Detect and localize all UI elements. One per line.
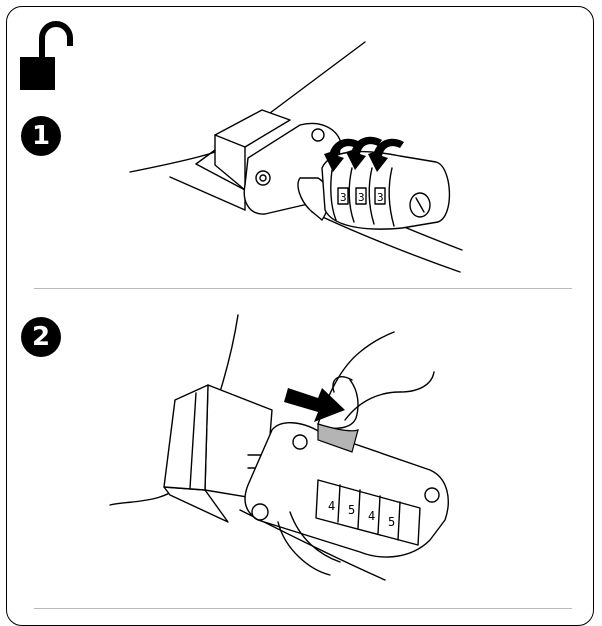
svg-text:5: 5 — [348, 503, 355, 517]
step-divider — [34, 608, 572, 609]
svg-text:3: 3 — [358, 191, 365, 204]
step-2-badge: 2 — [21, 317, 61, 357]
svg-text:3: 3 — [340, 191, 347, 204]
svg-text:4: 4 — [368, 509, 375, 523]
step-divider — [34, 288, 572, 289]
svg-text:5: 5 — [388, 515, 395, 529]
svg-text:4: 4 — [328, 499, 335, 513]
svg-text:3: 3 — [377, 191, 384, 204]
step-1-badge: 1 — [21, 116, 61, 156]
